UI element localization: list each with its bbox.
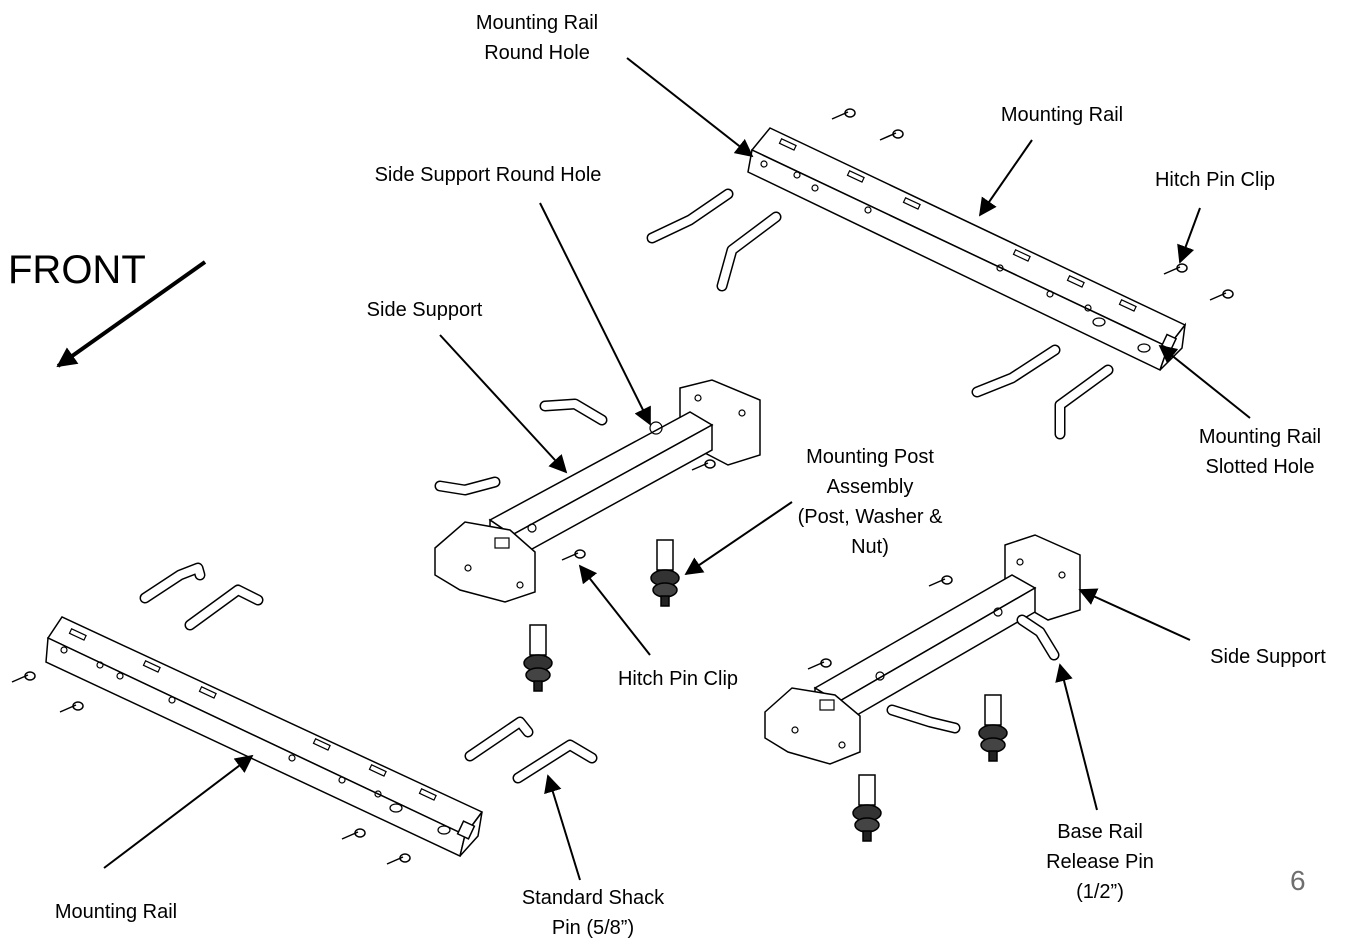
front-arrow bbox=[56, 260, 207, 368]
mounting-posts bbox=[523, 539, 1008, 842]
label-side-support-round-hole: Side Support Round Hole bbox=[374, 164, 602, 186]
label-hitch-pin-clip-center: Hitch Pin Clip bbox=[617, 668, 739, 690]
label-mounting-rail-slotted-hole: Mounting Rail Slotted Hole bbox=[1198, 426, 1322, 478]
label-base-rail-release-pin: Base Rail Release Pin (1/2”) bbox=[1046, 821, 1154, 903]
label-side-support-right: Side Support bbox=[1210, 646, 1326, 668]
pins bbox=[139, 188, 1114, 784]
side-support-left-part bbox=[434, 379, 761, 603]
label-mounting-post-assembly: Mounting Post Assembly (Post, Washer & N… bbox=[797, 446, 943, 558]
mounting-rail-bottom-part bbox=[45, 616, 484, 858]
mounting-rail-top-part bbox=[747, 127, 1187, 372]
hitch-pin-clips bbox=[11, 108, 1234, 865]
label-mounting-rail-bottom: Mounting Rail bbox=[54, 901, 178, 923]
label-side-support-left: Side Support bbox=[366, 299, 483, 321]
front-label: FRONT bbox=[8, 248, 146, 292]
page-number: 6 bbox=[1290, 865, 1306, 896]
label-standard-shack-pin: Standard Shack Pin (5/8”) bbox=[521, 887, 665, 939]
label-mounting-rail-top: Mounting Rail bbox=[1000, 104, 1124, 126]
side-support-right-part bbox=[764, 534, 1081, 765]
leader-arrows bbox=[103, 57, 1251, 881]
label-mounting-rail-round-hole: Mounting Rail Round Hole bbox=[475, 12, 599, 64]
label-hitch-pin-clip-right: Hitch Pin Clip bbox=[1154, 169, 1276, 191]
